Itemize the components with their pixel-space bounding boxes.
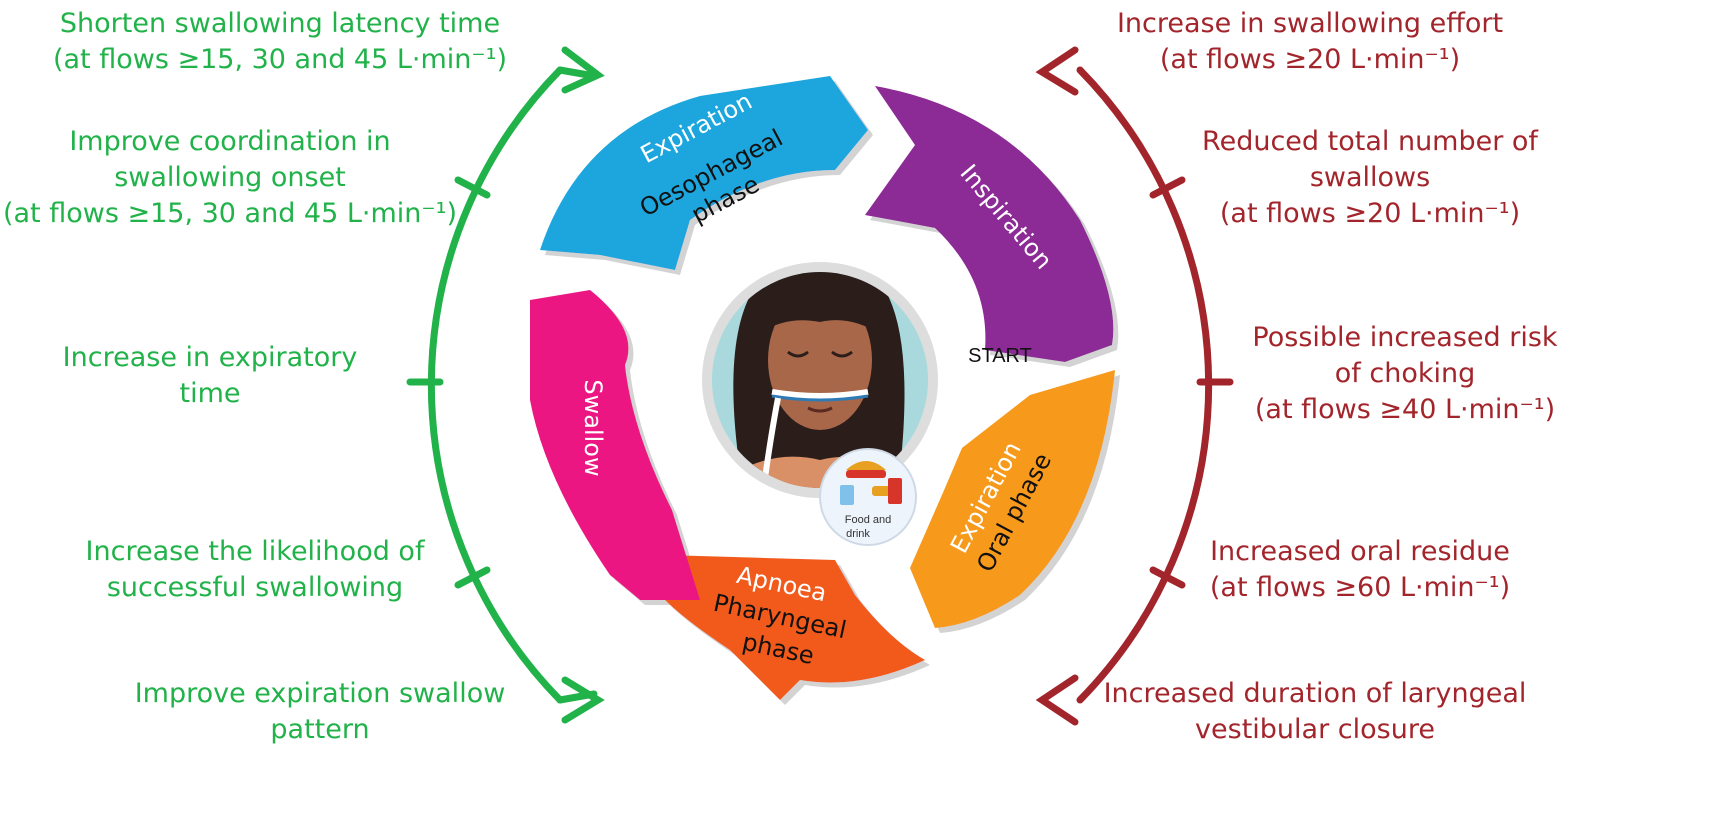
adverse-note-5: Increased duration of laryngeal vestibul…: [1103, 678, 1527, 745]
benefit-note-4: Increase the likelihood of successful sw…: [85, 536, 425, 603]
benefit-note-2: Improve coordination in swallowing onset…: [2, 126, 458, 229]
adverse-note-4: Increased oral residue (at flows ≥60 L·m…: [1209, 536, 1511, 603]
adverse-note-2: Reduced total number of swallows (at flo…: [1202, 126, 1538, 229]
benefit-note-1: Shorten swallowing latency time (at flow…: [52, 8, 508, 75]
swallow-label-group: Swallow: [579, 379, 607, 476]
inspiration-segment: [865, 86, 1114, 362]
swallow-segment: [530, 290, 700, 600]
adverse-bracket: [1035, 46, 1234, 726]
food-label-2: drink: [846, 528, 870, 540]
adverse-note-1: Increase in swallowing effort (at flows …: [1116, 8, 1504, 75]
adverse-note-3: Possible increased risk of choking (at f…: [1252, 322, 1558, 425]
pharyngeal-phase-segment: [665, 555, 925, 700]
benefit-note-5: Improve expiration swallow pattern: [134, 678, 506, 745]
oesophageal-phase-segment: [540, 76, 868, 270]
oral-phase-segment: [910, 370, 1115, 628]
start-label: START: [968, 345, 1032, 367]
food-and-drink-icon: Food and drink: [819, 448, 917, 546]
benefit-note-3: Increase in expiratory time: [62, 342, 358, 409]
food-label-1: Food and: [845, 514, 891, 526]
benefits-bracket: [406, 46, 605, 724]
swallow-label: Swallow: [579, 379, 607, 476]
